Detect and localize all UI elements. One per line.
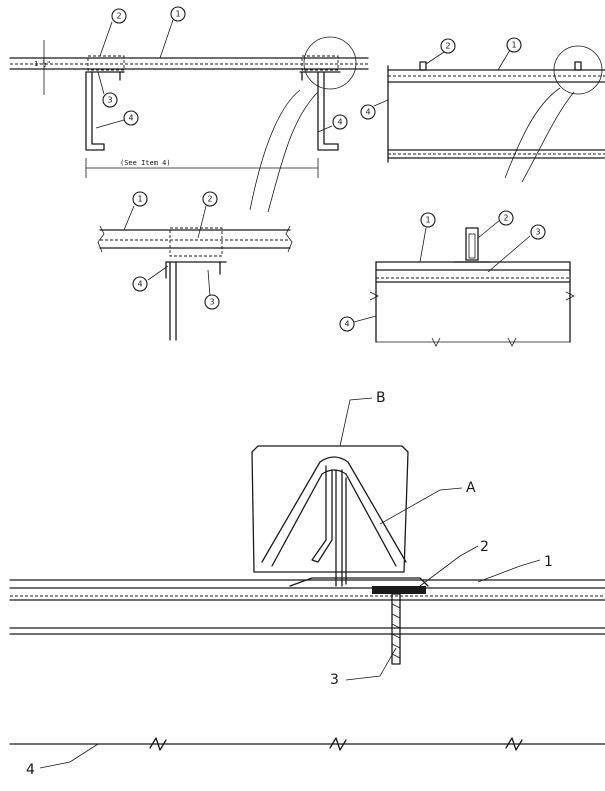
label-b: B — [376, 390, 386, 406]
svg-text:1: 1 — [137, 195, 142, 204]
svg-text:1: 1 — [175, 10, 180, 19]
svg-text:2: 2 — [116, 12, 121, 21]
label-4: 4 — [26, 762, 35, 778]
callout-3-middle-right: 3 — [530, 224, 546, 240]
see-item-label: (See Item 4) — [120, 159, 171, 167]
label-2: 2 — [480, 539, 489, 555]
svg-text:1: 1 — [425, 216, 430, 225]
dimension-label: 1-½" — [34, 60, 51, 68]
section-view-top-right — [373, 45, 605, 183]
detail-view-middle-left — [97, 205, 293, 341]
callout-2-middle-left: 2 — [202, 191, 218, 207]
svg-text:3: 3 — [107, 96, 112, 105]
callout-4-top-left-right: 4 — [332, 114, 348, 130]
callout-4-top-right: 4 — [360, 104, 376, 120]
svg-text:2: 2 — [445, 42, 450, 51]
label-1: 1 — [544, 554, 553, 570]
callout-1-middle-right: 1 — [420, 212, 436, 228]
svg-text:1: 1 — [511, 41, 516, 50]
callout-3-top-left: 3 — [102, 92, 118, 108]
svg-text:3: 3 — [209, 298, 214, 307]
callout-3-middle-left: 3 — [204, 294, 220, 310]
svg-text:4: 4 — [137, 280, 142, 289]
callout-2-middle-right: 2 — [498, 210, 514, 226]
detail-view-middle-right — [353, 219, 575, 347]
section-view-top-left: 1-½" (See Item 4) — [9, 19, 369, 213]
callout-1-top-left: 1 — [170, 6, 186, 22]
svg-text:4: 4 — [128, 114, 133, 123]
callout-4-middle-right: 4 — [339, 316, 355, 332]
callout-4-top-left: 4 — [123, 110, 139, 126]
svg-text:4: 4 — [337, 118, 342, 127]
svg-text:2: 2 — [207, 195, 212, 204]
callout-2-top-right: 2 — [440, 38, 456, 54]
svg-text:4: 4 — [365, 108, 370, 117]
callout-4-middle-left: 4 — [132, 276, 148, 292]
callout-2-top-left: 2 — [111, 8, 127, 24]
label-a: A — [466, 480, 476, 496]
callout-1-middle-left: 1 — [132, 191, 148, 207]
svg-text:4: 4 — [344, 320, 349, 329]
label-3: 3 — [330, 672, 339, 688]
seam-detail-bottom — [9, 397, 605, 769]
svg-text:3: 3 — [535, 228, 540, 237]
svg-text:2: 2 — [503, 214, 508, 223]
callout-1-top-right: 1 — [506, 37, 522, 53]
